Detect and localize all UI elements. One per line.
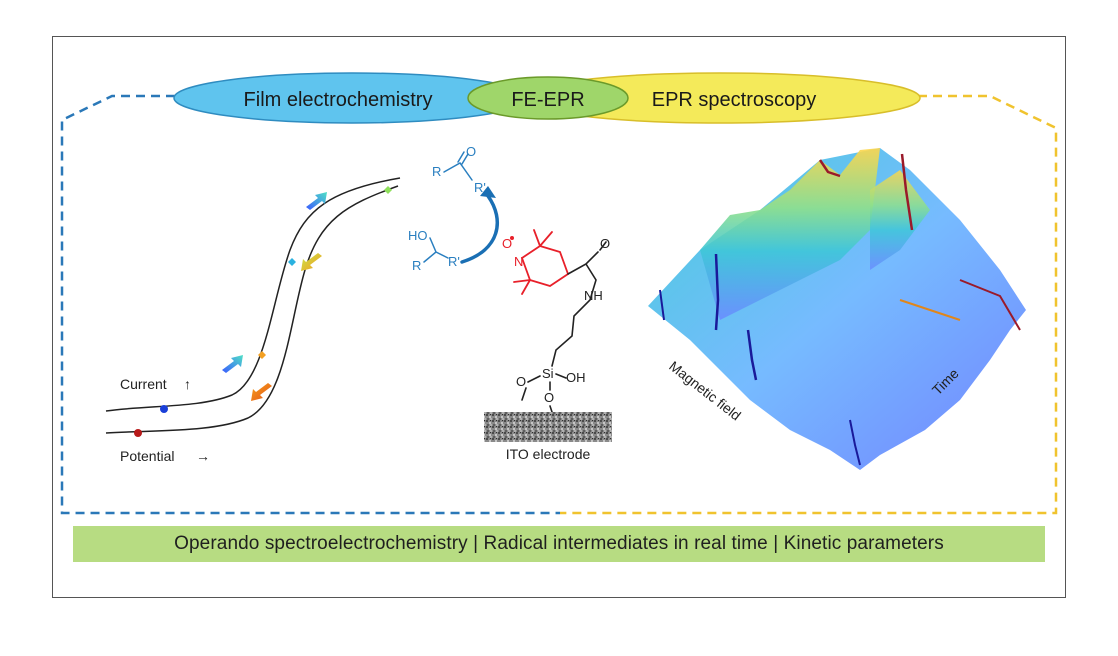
reaction-scheme: R O R' HO R R' N O O NH Si OH O O [408, 144, 612, 462]
alcohol-ho: HO [408, 228, 428, 243]
trace-orange [899, 299, 961, 321]
amide-nh: NH [584, 288, 603, 303]
tempo-methyls [513, 229, 553, 295]
cv-point-blue [160, 405, 168, 413]
trace-red-1 [818, 159, 841, 178]
trace-red-2 [900, 153, 914, 231]
silicon-atom: Si [542, 366, 554, 381]
silane-bonds [521, 373, 567, 413]
tempo-o: O [502, 236, 512, 251]
dashed-bracket-yellow [560, 94, 1058, 515]
oxidation-arrowhead-icon [480, 186, 496, 198]
cv-potential-arrow-icon: → [196, 448, 210, 464]
ketone-r: R [432, 164, 441, 179]
ketone-o: O [466, 144, 476, 159]
alcohol-r-prime: R' [448, 254, 460, 269]
anchor-o: O [544, 390, 554, 405]
surface-peaks [700, 148, 880, 320]
trace-red-3 [959, 279, 1021, 331]
trace-dark-2 [746, 329, 758, 381]
oval-fe-epr [467, 76, 629, 120]
methoxy-o: O [516, 374, 526, 389]
amide-chain [551, 241, 607, 367]
cv-marker-orange [258, 351, 266, 359]
figure-frame [52, 36, 1066, 598]
arrow-up-upper-icon [306, 192, 327, 210]
arrow-up-lower-icon [222, 355, 243, 373]
oval-label-fe-epr: FE-EPR [511, 89, 584, 111]
cv-potential-label: Potential [120, 448, 174, 464]
arrow-down-lower-icon [251, 383, 272, 401]
cv-current-label: Current [120, 376, 167, 392]
cv-curve-upper [105, 177, 401, 412]
alcohol-bonds [423, 237, 449, 263]
cv-marker-cyan [288, 258, 296, 266]
dashed-bracket-blue [60, 94, 560, 515]
cv-curve-lower [105, 185, 399, 434]
tempo-radical-dot [510, 236, 514, 240]
trace-dark-3 [659, 289, 665, 321]
alcohol-r: R [412, 258, 421, 273]
ketone-r-prime: R' [474, 180, 486, 195]
ketone-bonds [443, 151, 473, 181]
cv-point-red [134, 429, 142, 437]
tempo-n: N [514, 254, 523, 269]
cv-marker-green [384, 186, 392, 194]
trace-dark-4 [849, 419, 861, 466]
cv-current-arrow-icon: ↑ [184, 376, 191, 392]
cv-plot: Current ↑ Potential → [105, 177, 401, 464]
oval-label-film-electrochemistry: Film electrochemistry [244, 89, 433, 111]
amide-o: O [600, 236, 610, 251]
arrow-down-upper-icon [301, 253, 322, 271]
silanol-oh: OH [566, 370, 586, 385]
oxidation-arrow-icon [460, 194, 499, 264]
trace-dark-1 [714, 253, 720, 331]
summary-banner: Operando spectroelectrochemistry | Radic… [73, 526, 1045, 562]
surface-peak-mid [870, 170, 930, 270]
ito-electrode-label: ITO electrode [506, 446, 591, 462]
ito-electrode [484, 412, 612, 442]
epr-surface-plot: Magnetic field Time [648, 148, 1026, 470]
oval-label-epr-spectroscopy: EPR spectroscopy [652, 89, 817, 111]
